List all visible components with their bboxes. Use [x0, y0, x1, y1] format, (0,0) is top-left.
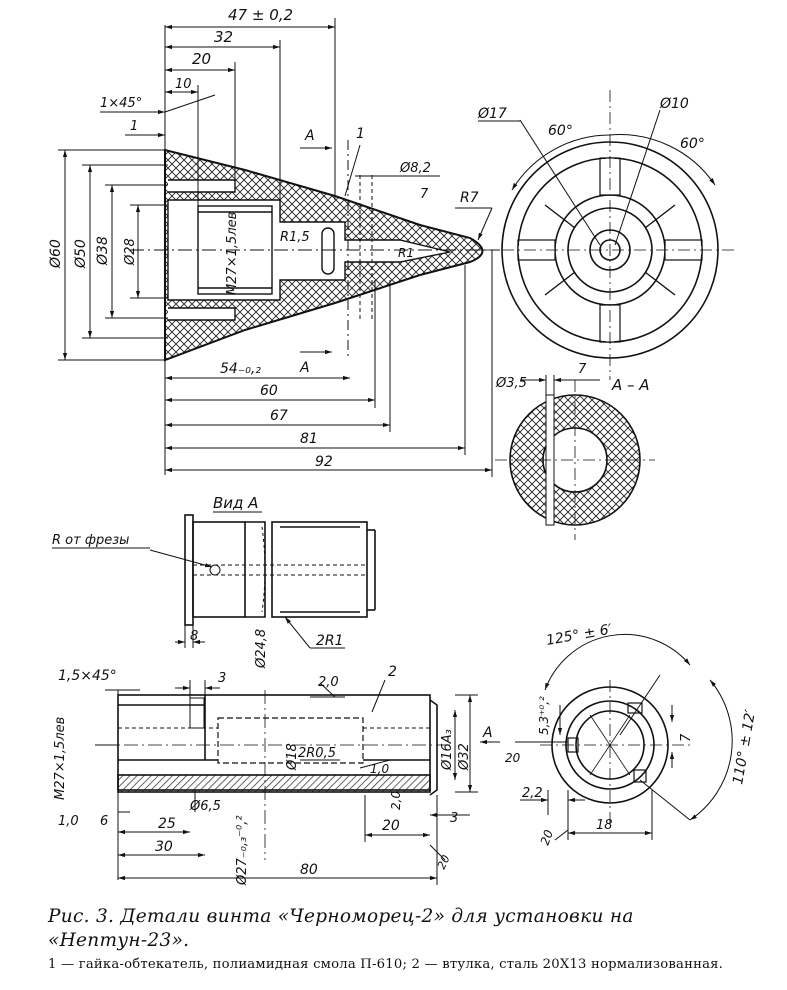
dim-d18: Ø18: [285, 743, 300, 771]
nut-left-dimensions: [58, 149, 168, 361]
dim-r15: R1,5: [280, 230, 310, 245]
technical-drawing: 47 ± 0,2 32 20 10 1×45° 1 A A 1 Ø8,2 7 R…: [48, 6, 759, 886]
dim-8: 8: [190, 629, 198, 644]
dim-22: 2,2: [522, 786, 543, 801]
dim-54: 54₋₀,₂: [220, 361, 261, 377]
dim-7-section: 7: [578, 362, 587, 377]
rough-20-right: 2,0: [389, 791, 403, 810]
dim-20-right: 20: [382, 818, 400, 834]
sleeve-end-view: [515, 633, 733, 841]
section-aa-label: A – A: [611, 376, 650, 394]
nut-section-view: [130, 140, 500, 362]
dim-d38: Ø38: [95, 236, 111, 266]
dim-53: 5,3⁺⁰,²: [537, 696, 551, 735]
figure-title: Рис. 3. Детали винта «Черноморец-2» для …: [48, 906, 634, 951]
view-a-label: Вид А: [213, 494, 258, 512]
angle-60-right: 60°: [680, 136, 705, 152]
rough-10: 1,0: [370, 762, 389, 776]
dim-d10: Ø10: [659, 96, 689, 112]
nut-front-view: [480, 90, 735, 380]
leader-2: 2: [388, 664, 397, 680]
dim-20-end: 20: [505, 751, 521, 765]
dim-d248: Ø24,8: [254, 629, 269, 669]
sleeve-dimensions: [95, 680, 500, 885]
cutter-radius: R от фрезы: [52, 533, 129, 548]
dim-80: 80: [300, 862, 318, 878]
dim-18: 18: [596, 818, 613, 833]
angle-110: 110° ± 12′: [730, 708, 759, 786]
dim-30: 30: [155, 839, 173, 855]
dim-10: 10: [175, 77, 192, 92]
dim-d65: Ø6,5: [189, 799, 221, 814]
figure-legend: 1 — гайка-обтекатель, полиамидная смола …: [48, 957, 724, 972]
dim-chamfer: 1×45°: [100, 96, 142, 111]
arrow-a: A: [482, 725, 493, 741]
dim-r7: R7: [460, 190, 479, 206]
dim-6: 6: [100, 814, 108, 829]
dim-d35: Ø3,5: [495, 376, 527, 391]
dim-92: 92: [315, 454, 333, 470]
dim-1: 1: [130, 119, 138, 134]
angle-125: 125° ± 6′: [545, 622, 614, 649]
section-a-bottom: A: [299, 360, 310, 376]
dim-d82: Ø8,2: [399, 161, 431, 176]
dim-d60: Ø60: [48, 239, 64, 269]
rough-20-top: 2,0: [318, 675, 339, 690]
dim-67: 67: [270, 408, 288, 424]
dim-60: 60: [260, 383, 278, 399]
dim-2r05: 2R0,5: [298, 746, 336, 761]
dim-d17: Ø17: [477, 106, 507, 122]
dim-47: 47 ± 0,2: [228, 6, 293, 24]
dim-3-top: 3: [218, 671, 226, 686]
thread-nut: M27×1,5лев: [225, 212, 240, 295]
nut-bottom-dimensions: [164, 250, 493, 477]
rough-20-corner: 20: [435, 853, 453, 871]
dim-7-end: 7: [679, 733, 694, 742]
dim-20-bottom: 20: [538, 828, 557, 847]
dim-7-cone: 7: [420, 187, 429, 202]
dim-d27: Ø27₋₀,₃⁻⁰,²: [235, 815, 250, 886]
dim-25: 25: [158, 816, 176, 832]
dim-81: 81: [300, 431, 318, 447]
rough-10-left: 1,0: [58, 814, 79, 829]
nut-top-dimensions: [100, 18, 336, 206]
dim-3-right: 3: [450, 811, 458, 826]
dim-d16a3: Ø16А₃: [440, 729, 455, 771]
dim-32: 32: [214, 28, 233, 46]
view-a: [149, 514, 376, 649]
section-a-top: A: [304, 128, 315, 144]
dim-r1: R1: [398, 246, 414, 260]
dim-d28: Ø28: [123, 238, 138, 266]
dim-chamfer-15: 1,5×45°: [58, 668, 117, 684]
angle-60-left: 60°: [548, 123, 573, 139]
dim-20: 20: [192, 50, 211, 68]
leader-1: 1: [356, 126, 365, 142]
section-aa-view: [495, 375, 655, 540]
dim-2r1: 2R1: [316, 633, 344, 649]
dim-d32s: Ø32: [457, 743, 472, 771]
thread-sleeve: M27×1,5лев: [53, 717, 68, 800]
dim-d50: Ø50: [73, 239, 89, 269]
